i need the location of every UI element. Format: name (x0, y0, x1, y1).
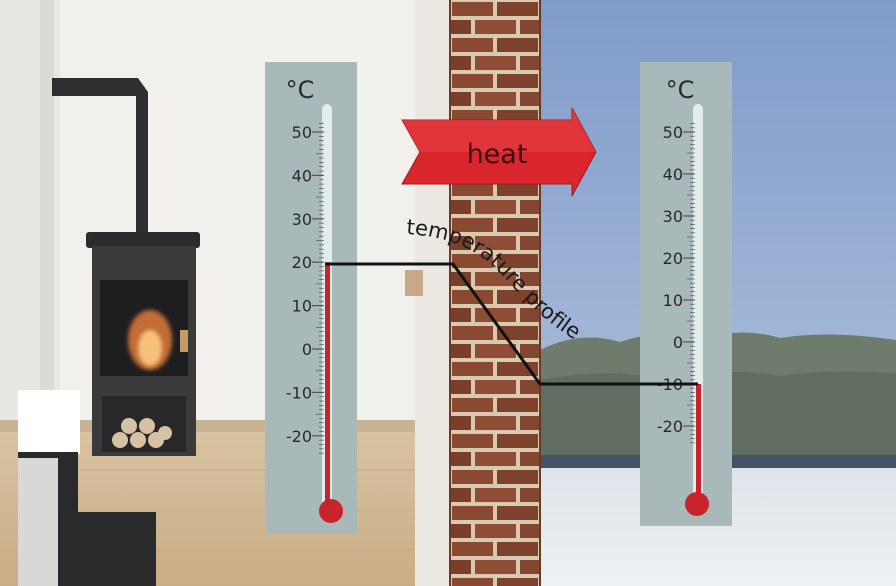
unit-label: °C (286, 76, 315, 104)
scale-label: 50 (663, 123, 683, 142)
scale-label: -20 (657, 417, 683, 436)
scale-label: 0 (302, 340, 312, 359)
tick-marks (312, 122, 324, 454)
scale-label: 0 (673, 333, 683, 352)
scale-label: 30 (292, 210, 312, 229)
scale-label: -20 (286, 427, 312, 446)
scale-label: 40 (663, 165, 683, 184)
thermometer-body (265, 62, 357, 534)
profile-line (325, 262, 698, 386)
brick-wall (449, 0, 541, 586)
mercury-bulb (319, 499, 343, 523)
scale-label: 30 (663, 207, 683, 226)
wood-stove (52, 78, 200, 456)
mercury-column (325, 262, 330, 510)
scale-label: 10 (292, 297, 312, 316)
thermometer-body (640, 62, 732, 526)
heat-arrow: heat (401, 107, 597, 197)
sofa (18, 390, 156, 586)
scale-label: 20 (292, 253, 312, 272)
scale-label: 10 (663, 291, 683, 310)
mercury-bulb (685, 492, 709, 516)
indoor-thermometer: °C 50 40 30 20 10 0 -10 -20 (265, 62, 357, 534)
scale-label: 40 (292, 166, 312, 185)
unit-label: °C (666, 76, 695, 104)
scale-label: 50 (292, 123, 312, 142)
heat-label: heat (467, 139, 528, 170)
mercury-column (696, 384, 701, 502)
scale-label: -10 (286, 383, 312, 402)
scale-label: 20 (663, 249, 683, 268)
scale-labels: 50 40 30 20 10 0 -10 -20 (286, 123, 312, 446)
tick-marks (683, 123, 695, 444)
